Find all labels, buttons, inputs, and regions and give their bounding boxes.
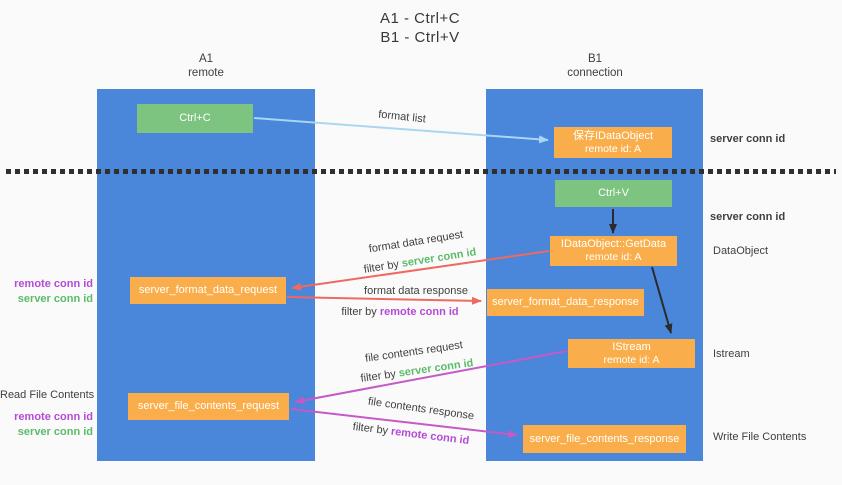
node-server-format-data-request-label: server_format_data_request [138,284,278,296]
node-server-file-contents-response: server_file_contents_response [523,425,686,453]
node-ctrl-v-label: Ctrl+V [598,187,629,199]
server-conn-id-text: server conn id [400,246,478,270]
server-conn-id-text: server conn id [397,357,475,380]
node-server-file-contents-request-label: server_file_contents_request [137,400,280,412]
column-a1-name: A1 [198,53,214,65]
node-server-format-data-response-label: server_format_data_response [492,296,639,308]
edge-label-file-contents-response: file contents response [367,395,475,423]
filter-by-text: filter by [359,368,397,385]
left-label-server-conn-id-bottom: server conn id [17,425,93,438]
edge-label-format-data-response: format data response [364,285,468,297]
column-header-b1: B1 connection [535,53,655,80]
node-ctrl-c-label: Ctrl+C [179,112,211,124]
left-label-read-file-contents: Read File Contents [0,389,95,401]
node-server-format-data-request: server_format_data_request [130,277,286,304]
node-save-idataobject-line1: 保存IDataObject [572,129,654,142]
node-istream-line2: remote id: A [603,353,660,366]
node-idataobject-getdata-line2: remote id: A [585,251,642,263]
node-idataobject-getdata: IDataObject::GetData remote id: A [550,236,677,266]
title-line-1: A1 - Ctrl+C [379,10,461,27]
column-header-a1: A1 remote [146,53,266,80]
arrow-format-data-response [286,296,482,305]
left-label-remote-conn-id-top: remote conn id [14,278,93,290]
node-istream: IStream remote id: A [568,339,695,368]
node-server-file-contents-response-label: server_file_contents_response [529,432,680,445]
left-label-server-conn-id-top: server conn id [17,292,93,305]
right-label-istream: Istream [713,348,750,360]
node-istream-line1: IStream [612,340,651,353]
filter-by-text: filter by [341,306,377,318]
node-ctrl-v: Ctrl+V [555,180,672,207]
column-b1-name: B1 [587,53,603,65]
left-label-remote-conn-id-bottom: remote conn id [14,411,93,423]
dotted-divider-line [6,169,836,174]
node-server-file-contents-request: server_file_contents_request [128,393,289,420]
filter-by-text: filter by [352,420,389,438]
column-b1-subtitle: connection [567,66,623,79]
remote-conn-id-text: remote conn id [379,306,459,318]
node-idataobject-getdata-line1: IDataObject::GetData [560,238,667,250]
left-label-group-bottom: remote conn id server conn id [0,410,93,439]
node-ctrl-c: Ctrl+C [137,104,253,133]
title-line-2: B1 - Ctrl+V [380,29,460,46]
node-server-format-data-response: server_format_data_response [487,289,644,316]
column-a1-subtitle: remote [188,66,224,79]
filter-by-text: filter by [362,258,400,276]
right-label-dataobject: DataObject [713,245,769,257]
node-save-idataobject: 保存IDataObject remote id: A [554,127,672,158]
left-label-group-top: remote conn id server conn id [0,277,93,306]
page-title: A1 - Ctrl+C B1 - Ctrl+V [300,9,540,47]
remote-conn-id-text: remote conn id [390,425,470,448]
edge-label-format-list: format list [377,108,427,126]
right-label-write-file-contents: Write File Contents [713,431,807,443]
right-label-server-conn-id-top: server conn id [710,133,786,145]
node-save-idataobject-line2: remote id: A [584,142,642,155]
right-label-server-conn-id-mid: server conn id [710,211,786,223]
